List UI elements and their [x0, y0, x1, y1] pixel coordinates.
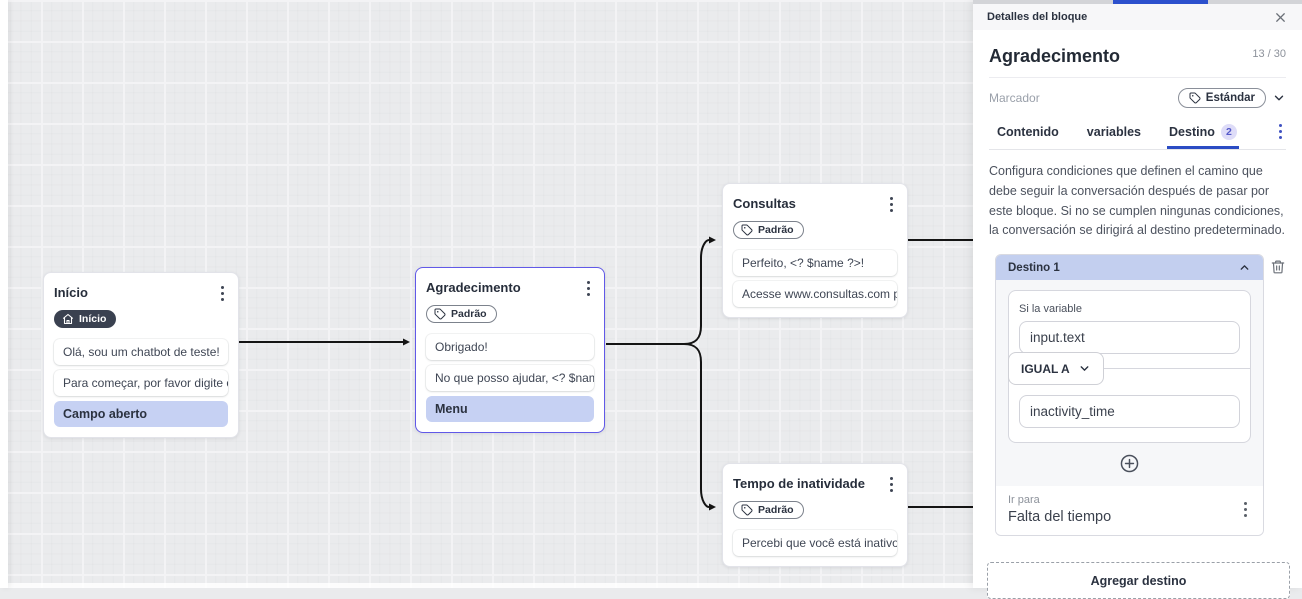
tag-icon: [434, 308, 446, 320]
panel-header: Detalles del bloque: [973, 4, 1302, 30]
flow-node-agradecimento[interactable]: Agradecimento Padrão Obrigado! No que po…: [415, 267, 605, 433]
goto-label: Ir para: [1008, 494, 1040, 506]
tab-contenido[interactable]: Contenido: [997, 125, 1059, 139]
add-destination-button[interactable]: Agregar destino: [987, 562, 1290, 599]
message-chip[interactable]: Percebi que você está inativo. C...: [733, 530, 897, 556]
kebab-menu-icon[interactable]: [886, 194, 897, 215]
kebab-menu-icon[interactable]: [886, 474, 897, 495]
destination-card: Destino 1 Si la variable IGUAL A: [995, 254, 1264, 536]
destination-count-badge: 2: [1220, 124, 1237, 140]
browser-tab-strip: [973, 0, 1302, 4]
node-type-badge: Padrão: [733, 221, 804, 239]
badge-label: Padrão: [451, 308, 487, 320]
chevron-down-icon: [1080, 366, 1089, 371]
chevron-down-icon[interactable]: [1272, 91, 1286, 105]
block-details-panel: Detalles del bloque Agradecimento 13 / 3…: [973, 0, 1302, 599]
tag-icon: [1189, 92, 1201, 104]
marker-label: Marcador: [989, 91, 1040, 105]
canvas-bottom-edge: [0, 583, 973, 588]
goto-value: Falta del tiempo: [1008, 509, 1112, 525]
condition-value-input[interactable]: [1019, 395, 1240, 428]
node-title: Início: [54, 285, 88, 300]
panel-title: Detalles del bloque: [987, 11, 1088, 23]
badge-label: Início: [79, 313, 107, 325]
trash-icon[interactable]: [1270, 259, 1286, 280]
node-title: Agradecimento: [426, 280, 521, 295]
flow-node-inicio[interactable]: Início Início Olá, sou um chatbot de tes…: [43, 272, 239, 438]
destination-section: Destino 1 Si la variable IGUAL A: [989, 254, 1286, 536]
node-type-badge: Padrão: [426, 305, 497, 323]
message-chip[interactable]: Olá, sou um chatbot de teste!: [54, 339, 228, 365]
flow-node-tempo-inatividade[interactable]: Tempo de inatividade Padrão Percebi que …: [722, 463, 908, 567]
condition-label: Si la variable: [1019, 303, 1082, 315]
goto-row: Ir para Falta del tiempo: [996, 486, 1263, 535]
message-chip[interactable]: Para começar, por favor digite o ...: [54, 370, 228, 396]
condition-divider: IGUAL A: [1008, 352, 1250, 385]
message-chip-menu[interactable]: Menu: [426, 396, 594, 422]
node-title: Tempo de inatividade: [733, 476, 865, 491]
badge-label: Padrão: [758, 224, 794, 236]
condition-variable-input[interactable]: [1019, 321, 1240, 354]
collapsed-sidebar-edge: [0, 0, 8, 588]
home-icon: [62, 313, 74, 325]
close-icon[interactable]: [1273, 10, 1288, 25]
flow-edges: [239, 236, 973, 511]
operator-dropdown[interactable]: IGUAL A: [1008, 352, 1104, 385]
tab-destino[interactable]: Destino 2: [1167, 114, 1239, 149]
message-chip-open-field[interactable]: Campo aberto: [54, 401, 228, 427]
char-counter: 13 / 30: [1252, 48, 1286, 60]
badge-label: Padrão: [758, 504, 794, 516]
tag-icon: [741, 224, 753, 236]
destination-title: Destino 1: [1008, 261, 1060, 274]
kebab-menu-icon[interactable]: [217, 283, 228, 304]
message-chip[interactable]: Acesse www.consultas.com par...: [733, 281, 897, 307]
tab-kebab-menu-icon[interactable]: [1275, 121, 1286, 142]
kebab-menu-icon[interactable]: [583, 278, 594, 299]
operator-label: IGUAL A: [1021, 361, 1070, 376]
tab-label: Destino: [1169, 125, 1215, 139]
goto-kebab-menu-icon[interactable]: [1240, 499, 1251, 520]
flow-canvas[interactable]: Início Início Olá, sou um chatbot de tes…: [0, 0, 973, 588]
panel-body: Agradecimento 13 / 30 Marcador Estándar …: [973, 30, 1302, 599]
condition-card: Si la variable IGUAL A: [1008, 290, 1251, 443]
marker-chip-estandar[interactable]: Estándar: [1177, 88, 1266, 108]
destination-card-header[interactable]: Destino 1: [996, 255, 1263, 280]
add-condition-icon[interactable]: [1119, 453, 1140, 474]
message-chip[interactable]: Obrigado!: [426, 334, 594, 360]
flow-node-consultas[interactable]: Consultas Padrão Perfeito, <? $name ?>! …: [722, 183, 908, 318]
message-chip[interactable]: No que posso ajudar, <? $name ...: [426, 365, 594, 391]
tab-variables[interactable]: variables: [1086, 125, 1142, 139]
message-chip[interactable]: Perfeito, <? $name ?>!: [733, 250, 897, 276]
active-tab-indicator: [1113, 0, 1208, 4]
node-title: Consultas: [733, 196, 796, 211]
chip-label: Estándar: [1205, 92, 1255, 104]
tag-icon: [741, 504, 753, 516]
destination-description: Configura condiciones que definen el cam…: [989, 164, 1285, 238]
node-type-badge: Padrão: [733, 501, 804, 519]
chevron-up-icon[interactable]: [1238, 261, 1251, 274]
panel-tabs: Contenido variables Destino 2: [989, 114, 1286, 150]
node-type-badge: Início: [54, 310, 117, 328]
block-title: Agradecimento: [989, 46, 1121, 66]
divider: [989, 77, 1286, 78]
